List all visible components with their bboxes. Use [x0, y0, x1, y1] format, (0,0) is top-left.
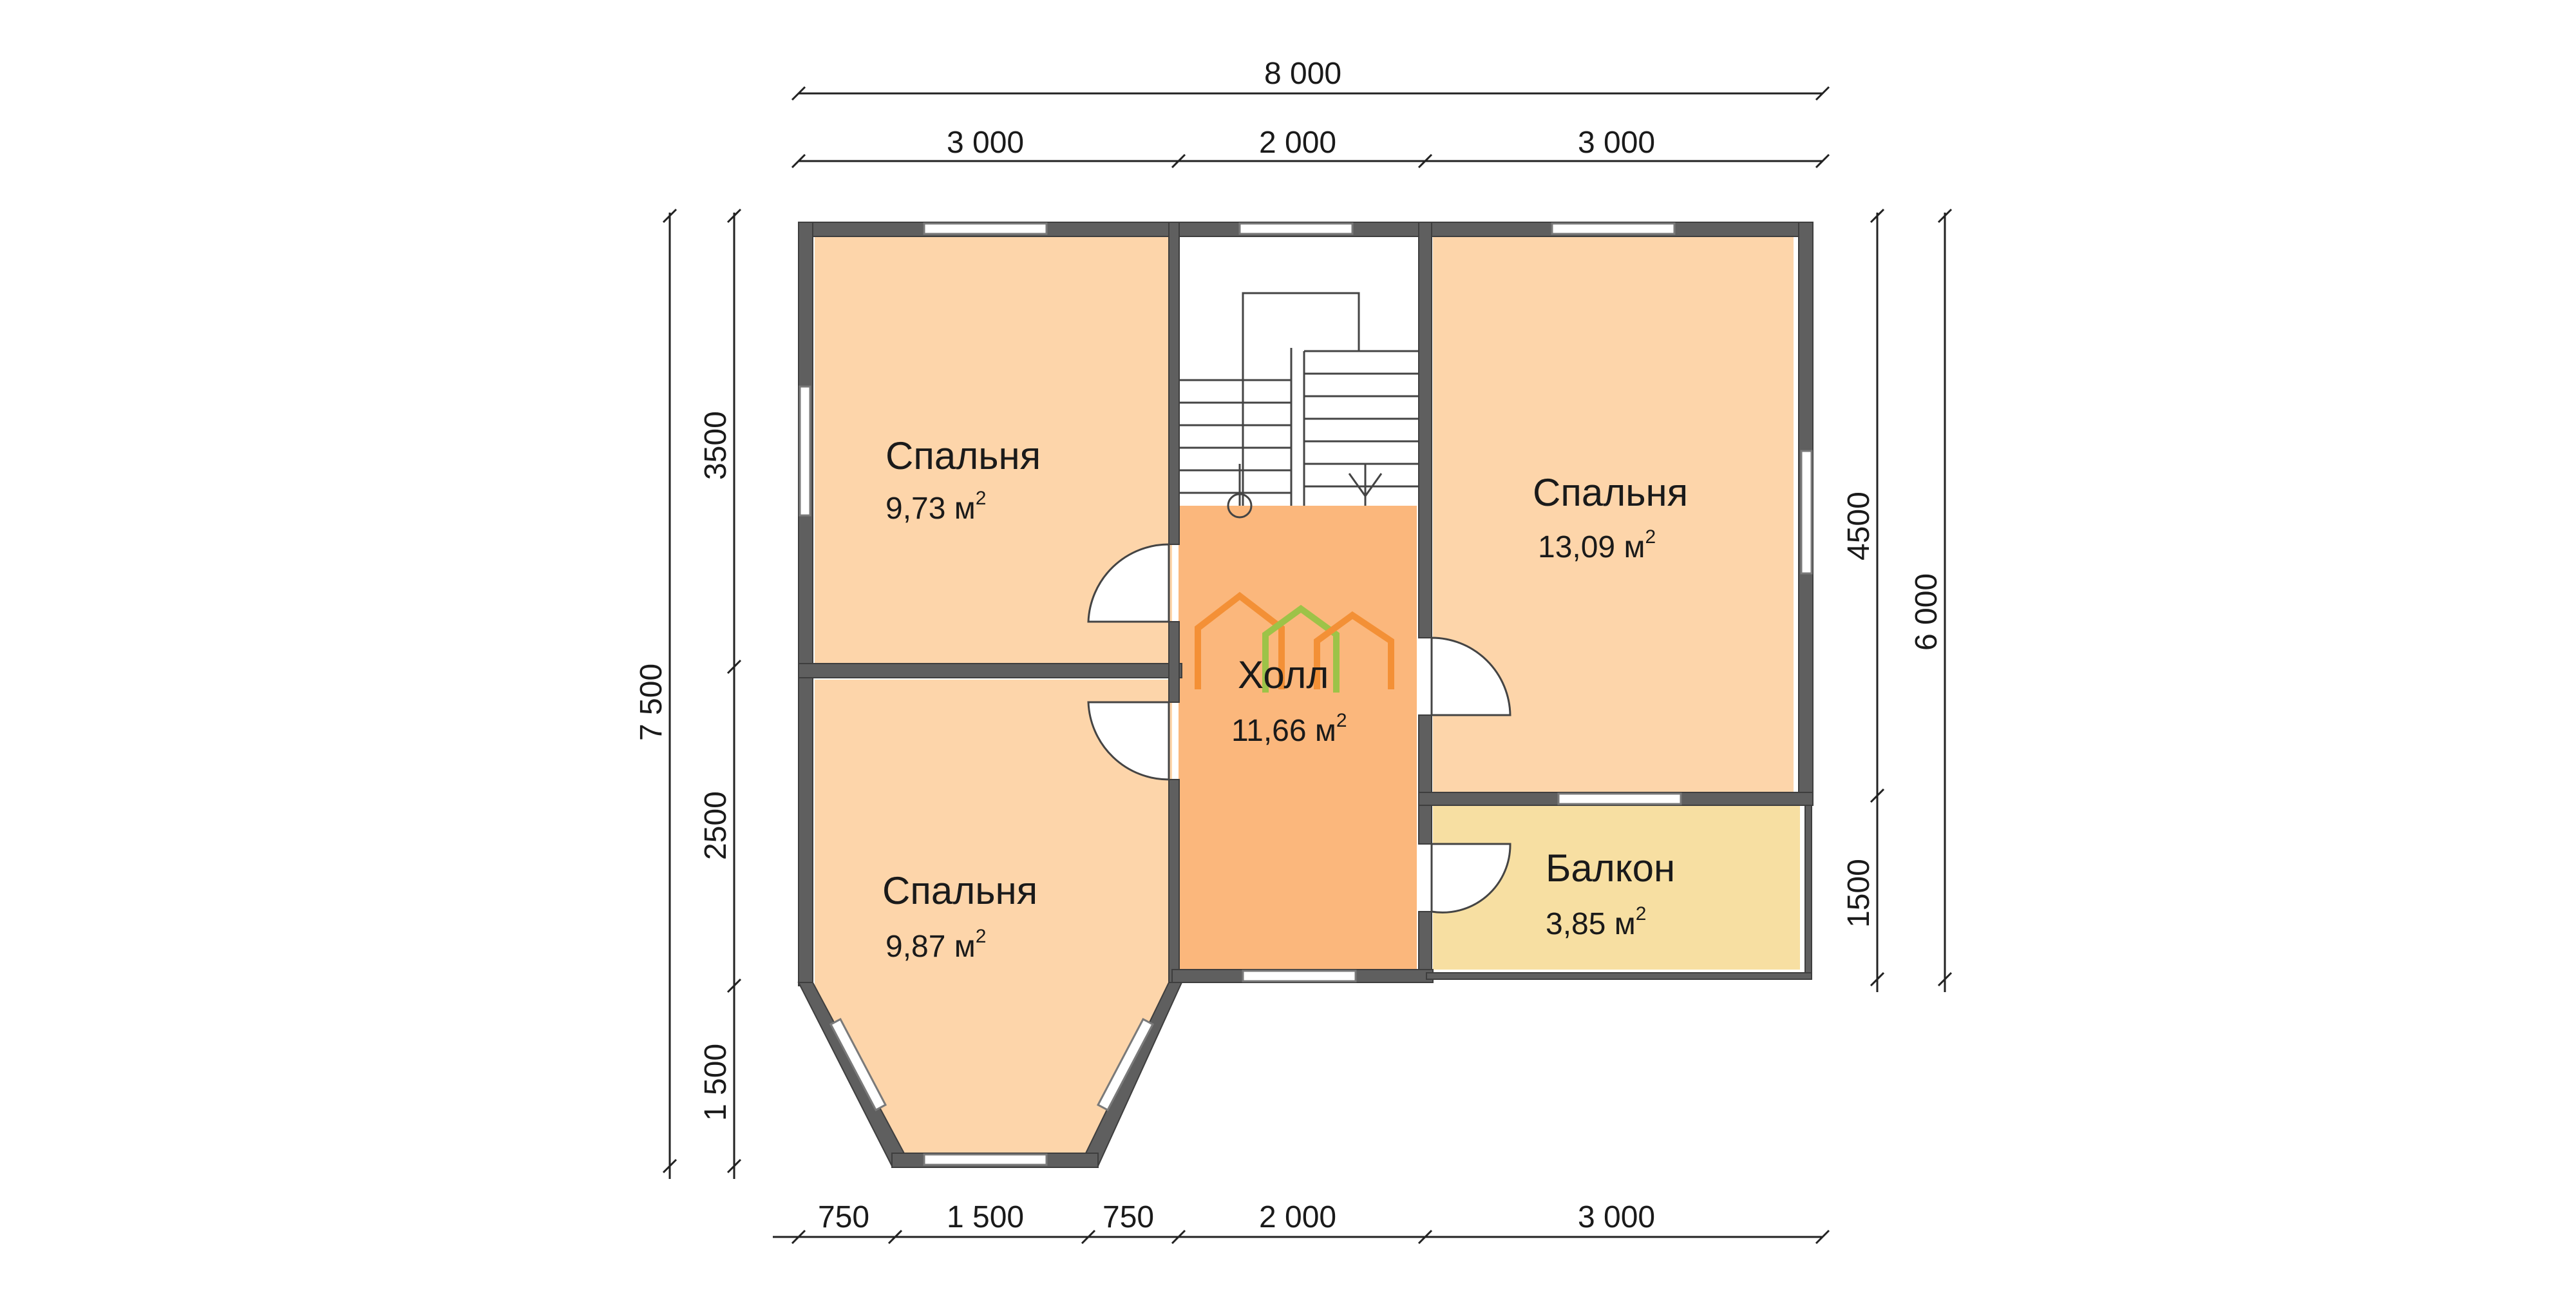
room-area-hall: 11,66 м2 — [1231, 710, 1347, 748]
dim-top-part-3: 3 000 — [1578, 126, 1655, 160]
dim-left-part-3: 1 500 — [699, 1044, 733, 1121]
windows — [799, 222, 1813, 1166]
dim-tick — [1937, 208, 1953, 224]
dim-tick — [1937, 972, 1953, 987]
dim-tick — [1417, 1229, 1433, 1245]
dim-tick — [1081, 1229, 1096, 1245]
room-labels: Спальня 9,73 м2 Спальня 13,09 м2 Спальня… — [882, 434, 1688, 964]
dim-left-total: 7 500 — [634, 664, 668, 741]
house-logo-icon — [1195, 591, 1394, 693]
dim-bottom-part-2: 1 500 — [947, 1200, 1024, 1234]
wall-hall-right-lower — [1418, 911, 1432, 977]
dim-tick — [791, 153, 806, 169]
window-balcony-top — [1557, 792, 1682, 805]
door-bedroom-bottom-left — [1087, 701, 1170, 781]
window-bay-right — [1096, 1017, 1155, 1112]
room-name-hall: Холл — [1238, 653, 1329, 696]
balcony-rail-right — [1804, 805, 1812, 980]
floor-stair-area — [1179, 235, 1417, 506]
dim-right-total: 6 000 — [1909, 573, 1944, 651]
dim-tick — [1171, 1229, 1186, 1245]
room-area-balcony: 3,85 м2 — [1546, 903, 1646, 941]
dim-bottom-part-1: 750 — [818, 1200, 869, 1234]
window-top-left — [923, 222, 1048, 235]
dim-tick — [662, 1158, 677, 1174]
wall-hall-left-mid — [1168, 621, 1180, 703]
dim-tick — [1815, 86, 1830, 101]
window-top-right — [1551, 222, 1676, 235]
dim-tick — [791, 86, 806, 101]
dim-tick — [662, 208, 677, 224]
dim-top-total: 8 000 — [1264, 57, 1341, 91]
door-balcony — [1430, 843, 1511, 914]
window-left — [799, 385, 811, 517]
dim-tick — [1815, 1229, 1830, 1245]
room-name-bedroom-bottom-left: Спальня — [882, 869, 1037, 912]
room-name-bedroom-right: Спальня — [1533, 471, 1688, 514]
dim-top-part-1: 3 000 — [947, 126, 1024, 160]
dim-left-part-2: 2500 — [699, 791, 733, 860]
doors — [1087, 543, 1511, 914]
balcony-rail-bottom — [1426, 972, 1812, 980]
window-right — [1800, 450, 1813, 575]
dim-tick — [1870, 972, 1885, 987]
room-name-balcony: Балкон — [1546, 847, 1675, 890]
wall-hall-right-mid — [1418, 714, 1432, 845]
door-bedroom-top-left — [1087, 543, 1170, 623]
stair-outline — [1242, 292, 1360, 506]
dim-tick — [726, 208, 742, 224]
floor-hall — [1179, 506, 1417, 970]
wall-hall-left-lower — [1168, 779, 1180, 986]
window-bay-bottom — [923, 1153, 1048, 1166]
dim-tick — [1870, 208, 1885, 224]
wall-hall-left-upper — [1168, 222, 1180, 545]
floor-bedroom-bottom-left — [815, 680, 1172, 1153]
dim-tick — [1171, 153, 1186, 169]
room-area-bedroom-right: 13,09 м2 — [1538, 526, 1656, 564]
dim-tick — [726, 978, 742, 993]
dim-tick — [791, 1229, 806, 1245]
dim-tick — [887, 1229, 903, 1245]
staircase — [1180, 292, 1418, 519]
room-area-bedroom-top-left: 9,73 м2 — [886, 488, 986, 526]
room-floors — [815, 235, 1800, 1153]
dim-top-part-2: 2 000 — [1259, 126, 1336, 160]
dim-right-part-1: 4500 — [1842, 492, 1876, 560]
room-area-bedroom-bottom-left: 9,87 м2 — [886, 926, 986, 964]
wall-left-bedrooms — [798, 663, 1182, 678]
dim-bottom-part-3: 750 — [1103, 1200, 1154, 1234]
dim-tick — [1815, 153, 1830, 169]
dim-left-part-1: 3500 — [699, 411, 733, 480]
dimension-lines: 8 000 3 000 2 000 3 000 750 1 500 750 2 … — [634, 57, 1953, 1245]
dim-right-part-2: 1500 — [1842, 859, 1876, 928]
window-bay-left — [829, 1017, 887, 1112]
window-hall-bottom — [1242, 970, 1357, 982]
dim-tick — [726, 659, 742, 675]
dim-bottom-part-4: 2 000 — [1259, 1200, 1336, 1234]
dim-tick — [1417, 153, 1433, 169]
wall-left — [798, 222, 813, 986]
dim-bottom-part-5: 3 000 — [1578, 1200, 1655, 1234]
dim-tick — [726, 1158, 742, 1174]
window-top-stair — [1238, 222, 1354, 235]
dim-tick — [1870, 788, 1885, 803]
wall-hall-right-upper — [1418, 222, 1432, 638]
door-bedroom-right — [1430, 637, 1511, 716]
room-name-bedroom-top-left: Спальня — [886, 434, 1041, 477]
